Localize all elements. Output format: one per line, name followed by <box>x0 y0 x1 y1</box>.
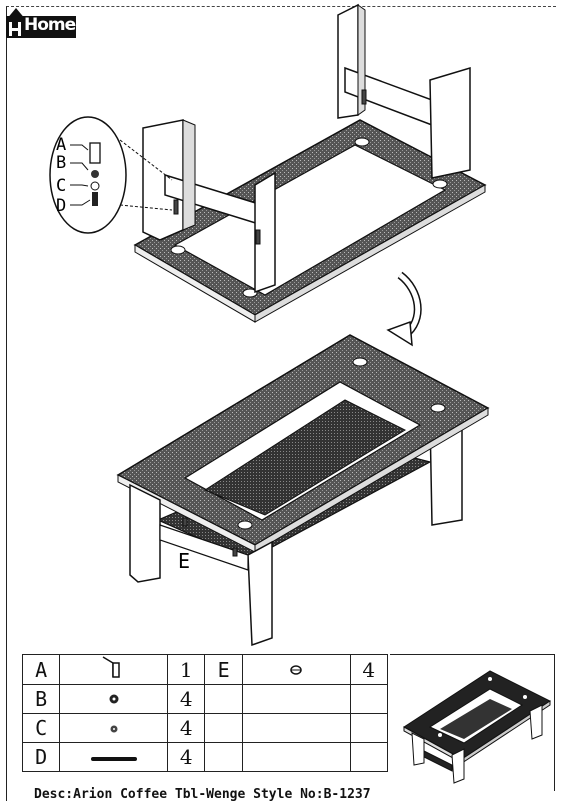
detail-label-b: B <box>56 153 66 173</box>
table-row: C 4 <box>21 713 389 743</box>
bracket-screw-icon <box>102 656 120 678</box>
table-row: D 4 <box>21 742 389 772</box>
part-qty: 1 <box>167 654 206 685</box>
finished-table-preview <box>390 654 555 791</box>
shelf-label-e: E <box>178 549 190 573</box>
table-row: A 1 E 4 <box>21 654 389 685</box>
part-letter: D <box>21 742 61 772</box>
finished-table-thumbnail <box>403 670 551 784</box>
part-letter: E <box>204 654 243 685</box>
part-letter: A <box>21 654 61 685</box>
table-row: B 4 <box>21 684 389 714</box>
product-description: Desc:Arion Coffee Tbl-Wenge Style No:B-1… <box>34 787 371 802</box>
detail-label-d: D <box>56 196 66 216</box>
upside-down-table <box>133 3 487 323</box>
page-frame <box>6 6 556 801</box>
hardware-detail-callout: A B C D <box>49 116 173 234</box>
washer-icon <box>109 694 119 704</box>
detail-label-a: A <box>56 135 66 155</box>
flip-arrow-icon <box>386 271 422 347</box>
part-qty: 4 <box>167 713 206 743</box>
home-logo: Home <box>6 8 76 38</box>
part-qty: 4 <box>349 654 389 685</box>
allen-key-icon <box>90 757 137 761</box>
detail-label-c: C <box>56 176 66 196</box>
assembled-table: E <box>116 334 490 647</box>
part-letter: C <box>21 713 61 743</box>
glass-pad-icon <box>290 664 302 675</box>
part-qty: 4 <box>167 684 206 714</box>
nut-icon <box>110 725 118 733</box>
house-logo-icon <box>6 8 76 38</box>
logo-text: Home <box>24 15 76 35</box>
part-letter: B <box>21 684 61 714</box>
part-qty: 4 <box>167 742 206 772</box>
parts-list-table: A 1 E 4 B 4 C <box>21 654 389 772</box>
